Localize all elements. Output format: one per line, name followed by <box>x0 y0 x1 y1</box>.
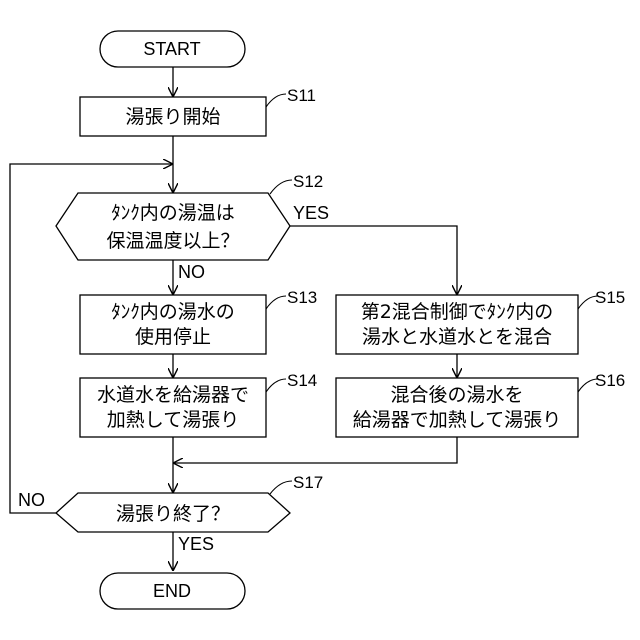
s14-text-line2: 加熱して湯張り <box>107 409 239 431</box>
s13-leader <box>266 296 286 309</box>
s17-step-label: S17 <box>293 473 323 492</box>
s14-leader <box>266 379 286 392</box>
start-label: START <box>143 39 200 59</box>
s11-leader <box>266 94 286 107</box>
s16-step-label: S16 <box>595 371 625 390</box>
s15-text-line1: 第2混合制御でﾀﾝｸ内の <box>361 301 554 323</box>
end-terminal: END <box>100 573 245 609</box>
s14-text-line1: 水道水を給湯器で <box>97 384 249 406</box>
s15-step-label: S15 <box>595 288 625 307</box>
s13-text-line1: ﾀﾝｸ内の湯水の <box>111 301 235 323</box>
s12-text-line2: 保温温度以上？ <box>106 230 239 252</box>
step-s14: 水道水を給湯器で 加熱して湯張り S14 <box>80 371 317 437</box>
s11-text: 湯張り開始 <box>125 106 220 128</box>
s17-text: 湯張り終了？ <box>116 503 230 525</box>
step-s16: 混合後の湯水を 給湯器で加熱して湯張り S16 <box>336 371 625 437</box>
s12-yes-label: YES <box>293 203 329 223</box>
s13-text-line2: 使用停止 <box>135 326 211 348</box>
s16-text-line2: 給湯器で加熱して湯張り <box>353 409 561 431</box>
s12-text-line1: ﾀﾝｸ内の湯温は <box>111 202 235 224</box>
start-terminal: START <box>100 31 245 67</box>
s12-leader <box>270 180 292 194</box>
decision-s17: 湯張り終了？ S17 NO YES <box>18 473 323 554</box>
arrow-s16-merge <box>173 437 457 463</box>
s15-text-line2: 湯水と水道水とを混合 <box>362 326 552 348</box>
s13-step-label: S13 <box>287 288 317 307</box>
step-s13: ﾀﾝｸ内の湯水の 使用停止 S13 <box>80 288 317 354</box>
end-label: END <box>153 581 191 601</box>
step-s15: 第2混合制御でﾀﾝｸ内の 湯水と水道水とを混合 S15 <box>336 288 625 354</box>
s14-step-label: S14 <box>287 371 317 390</box>
step-s11: 湯張り開始 S11 <box>80 86 316 136</box>
s12-no-label: NO <box>178 262 205 282</box>
s17-no-label: NO <box>18 490 45 510</box>
s16-text-line1: 混合後の湯水を <box>390 384 523 406</box>
s17-yes-label: YES <box>178 534 214 554</box>
s12-step-label: S12 <box>293 172 323 191</box>
decision-s12: ﾀﾝｸ内の湯温は 保温温度以上？ S12 YES NO <box>56 172 329 282</box>
s11-step-label: S11 <box>287 86 316 105</box>
arrow-s12-yes-to-s15 <box>290 226 457 295</box>
s17-leader <box>270 481 292 494</box>
